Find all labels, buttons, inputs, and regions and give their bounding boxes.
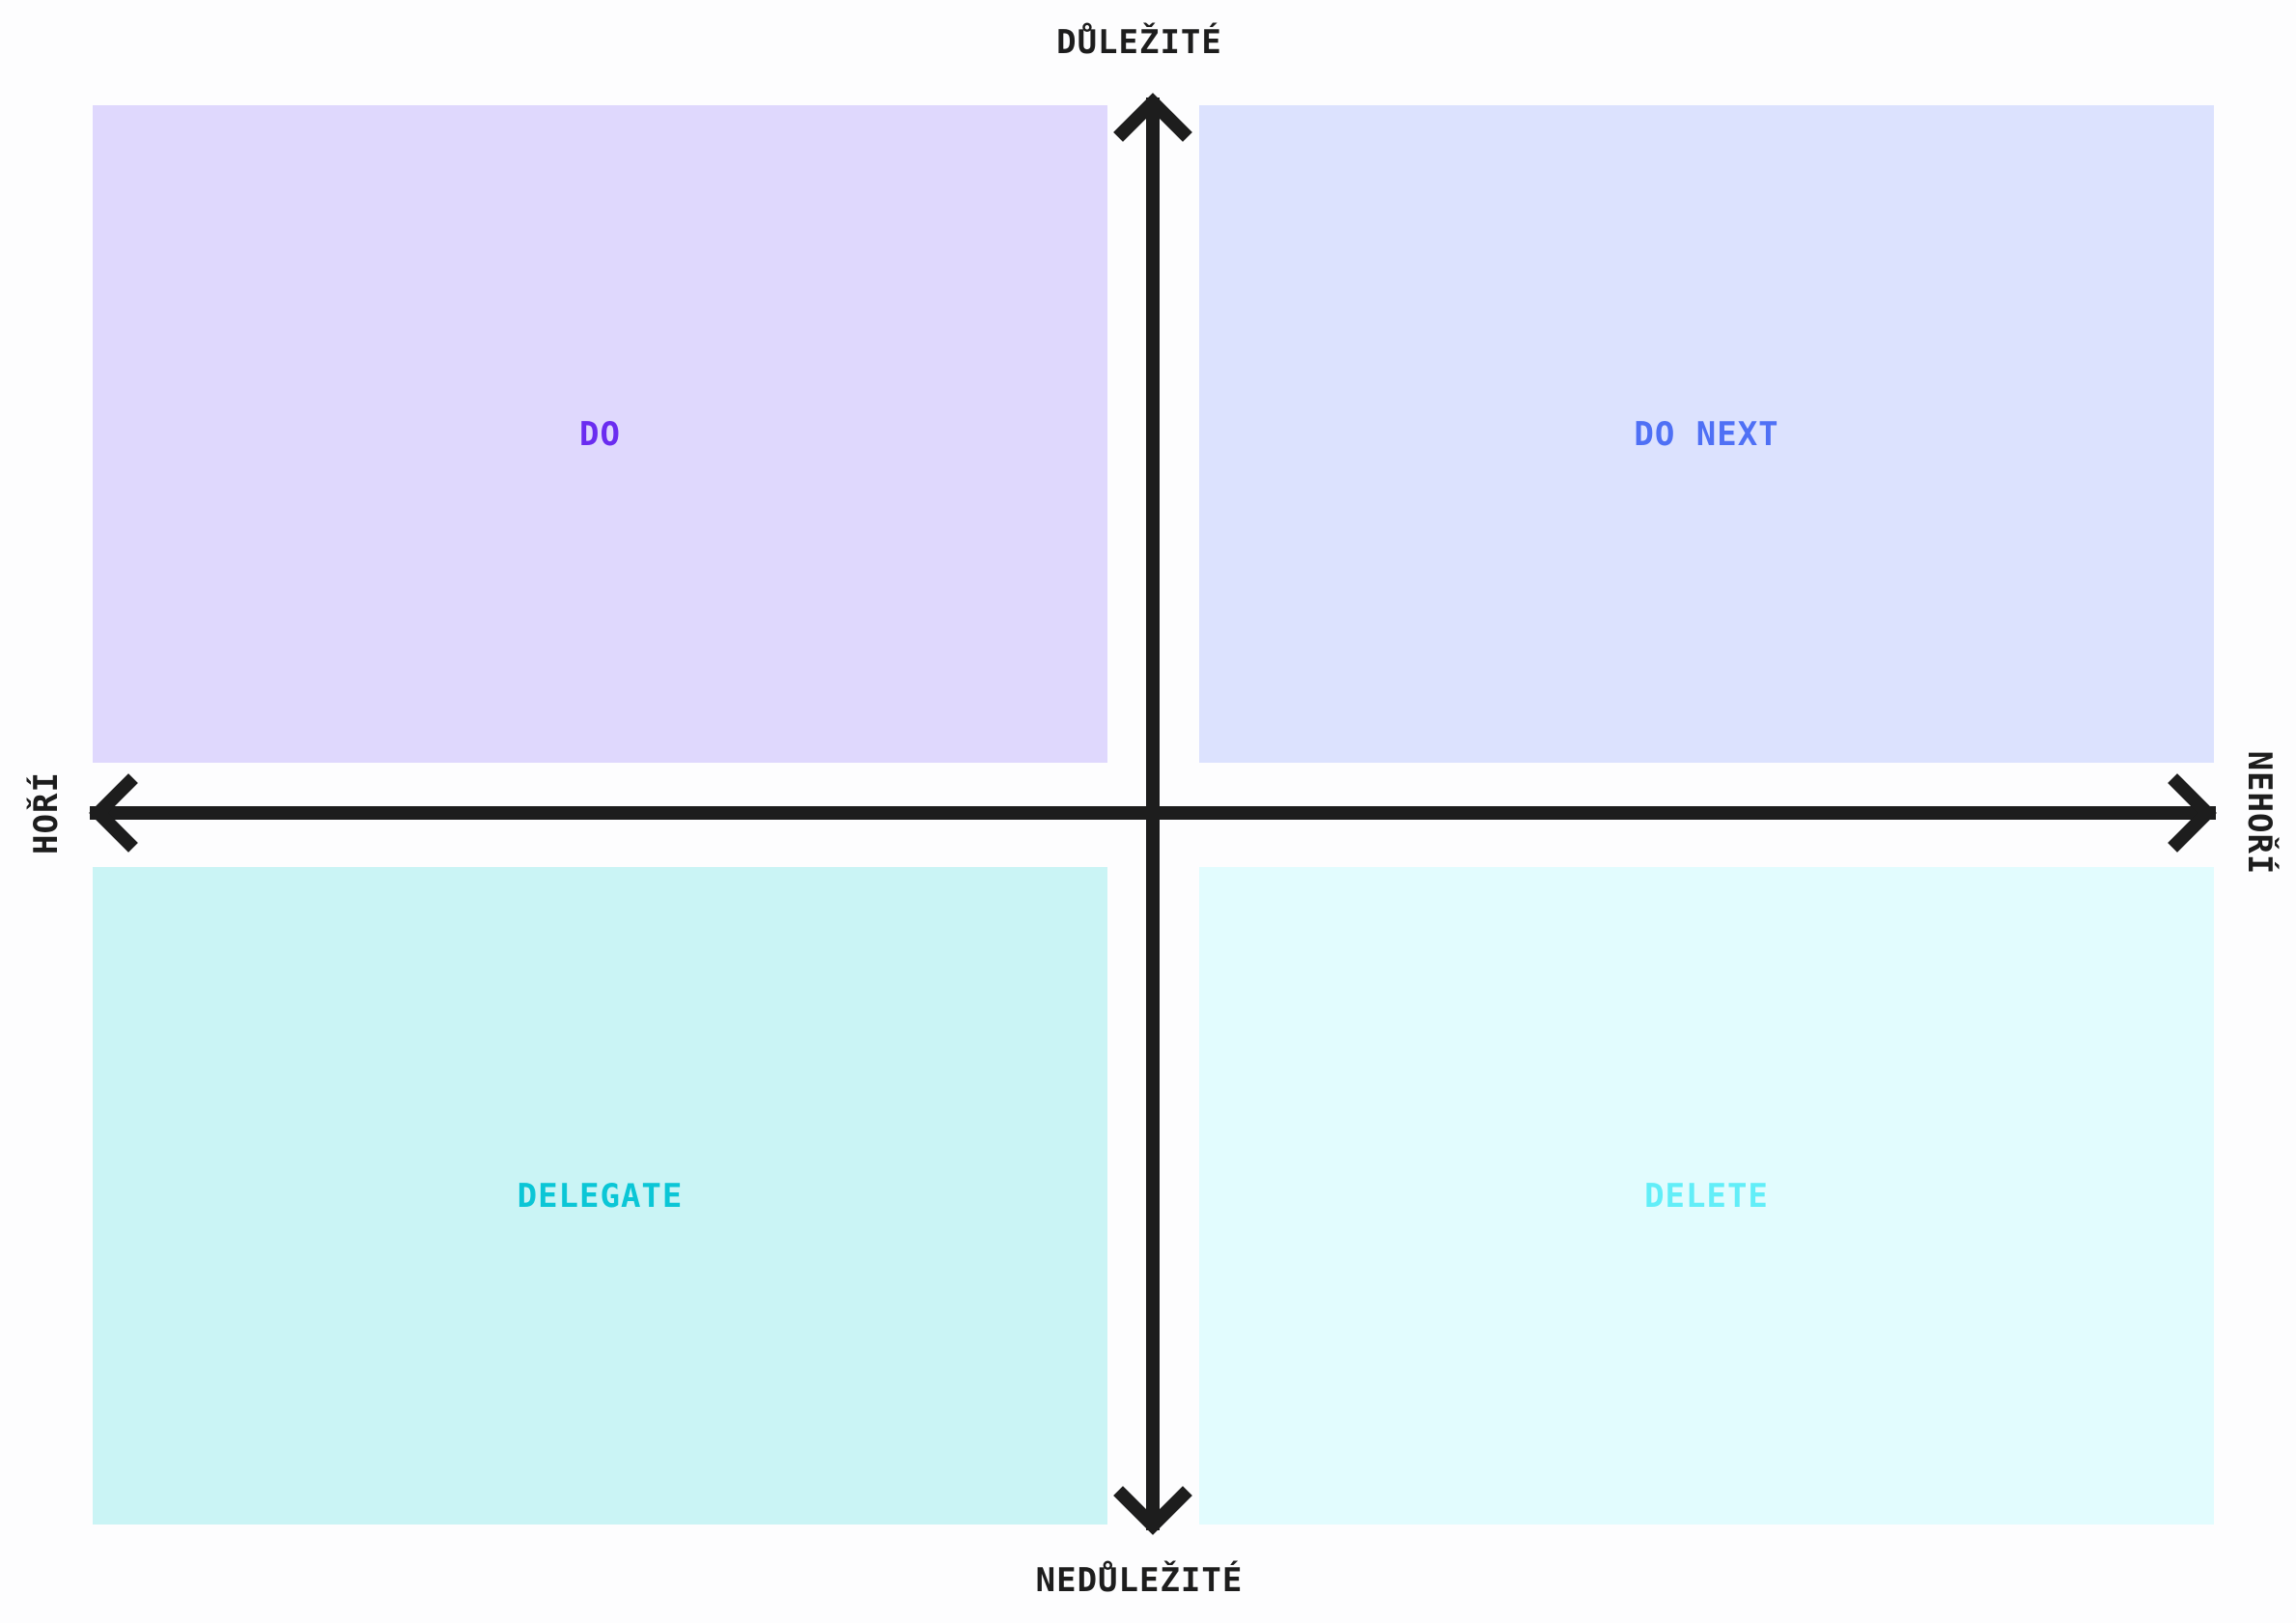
axis-label-important: DŮLEŽITÉ — [1056, 23, 1222, 62]
arrow-head-up-icon — [1113, 93, 1192, 142]
quadrant-do: DO — [93, 105, 1107, 763]
arrow-head-right-icon — [2168, 773, 2217, 853]
axis-label-not-important: NEDŮLEŽITÉ — [1035, 1561, 1244, 1600]
quadrant-delete: DELETE — [1199, 867, 2214, 1525]
arrow-head-down-icon — [1113, 1486, 1192, 1535]
arrow-head-left-icon — [89, 773, 138, 853]
quadrant-do-next-label: DO NEXT — [1634, 414, 1779, 454]
quadrant-delegate: DELEGATE — [93, 867, 1107, 1525]
quadrant-do-next: DO NEXT — [1199, 105, 2214, 763]
axis-label-not-urgent: NEHOŘÍ — [2240, 750, 2279, 876]
quadrant-delete-label: DELETE — [1644, 1176, 1769, 1216]
axis-label-urgent: HOŘÍ — [27, 771, 66, 854]
quadrant-delegate-label: DELEGATE — [517, 1176, 684, 1216]
quadrant-do-label: DO — [579, 414, 621, 454]
